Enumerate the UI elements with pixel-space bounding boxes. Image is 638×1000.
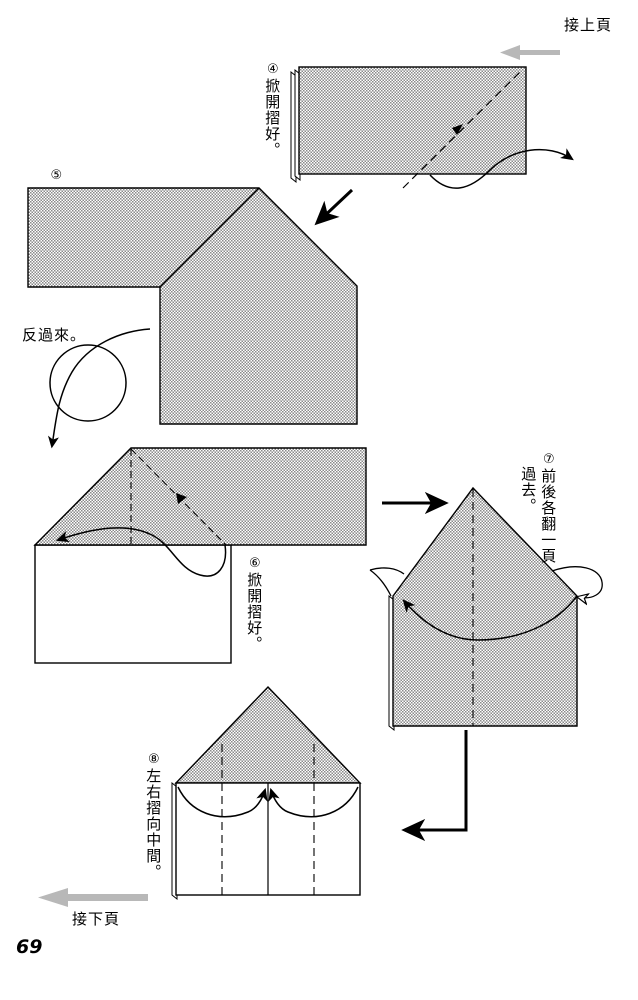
continued-from-arrow — [500, 45, 560, 60]
step-4-caption: ④掀開摺好。 — [263, 62, 281, 158]
continued-to-label: 接下頁 — [72, 910, 121, 928]
step-6-marker: ⑥ — [247, 556, 263, 572]
step-6-diagram — [33, 447, 367, 664]
step-8-text: 左右摺向中間。 — [144, 768, 163, 880]
step-7-marker: ⑦ — [541, 452, 557, 468]
step-4-text: 掀開摺好。 — [263, 78, 282, 158]
step-7-text-col1: 前後各翻一頁 — [539, 468, 558, 564]
step-5-marker: ⑤ — [48, 168, 64, 184]
step-7-caption-col1: ⑦前後各翻一頁 — [539, 452, 557, 564]
step-4-marker: ④ — [265, 62, 281, 78]
step-4-diagram — [290, 66, 574, 189]
continued-from-label: 接上頁 — [564, 16, 613, 34]
page-number: 69 — [16, 936, 43, 958]
step-8-caption: ⑧左右摺向中間。 — [144, 752, 162, 880]
step-6-caption: ⑥掀開摺好。 — [245, 556, 263, 652]
transition-arrow-7-to-8 — [401, 730, 468, 842]
turn-over-symbol — [47, 328, 151, 449]
step-7-caption-col2: 過去。 — [519, 466, 538, 514]
step-6-text: 掀開摺好。 — [245, 572, 264, 652]
step-5-text: 反過來。 — [22, 326, 87, 344]
step-8-diagram — [171, 685, 362, 901]
step-8-marker: ⑧ — [146, 752, 162, 768]
step-5-diagram — [27, 187, 358, 425]
continued-to-arrow — [38, 888, 148, 907]
transition-arrow-4-to-5 — [314, 188, 354, 226]
step-7-diagram — [369, 486, 603, 732]
